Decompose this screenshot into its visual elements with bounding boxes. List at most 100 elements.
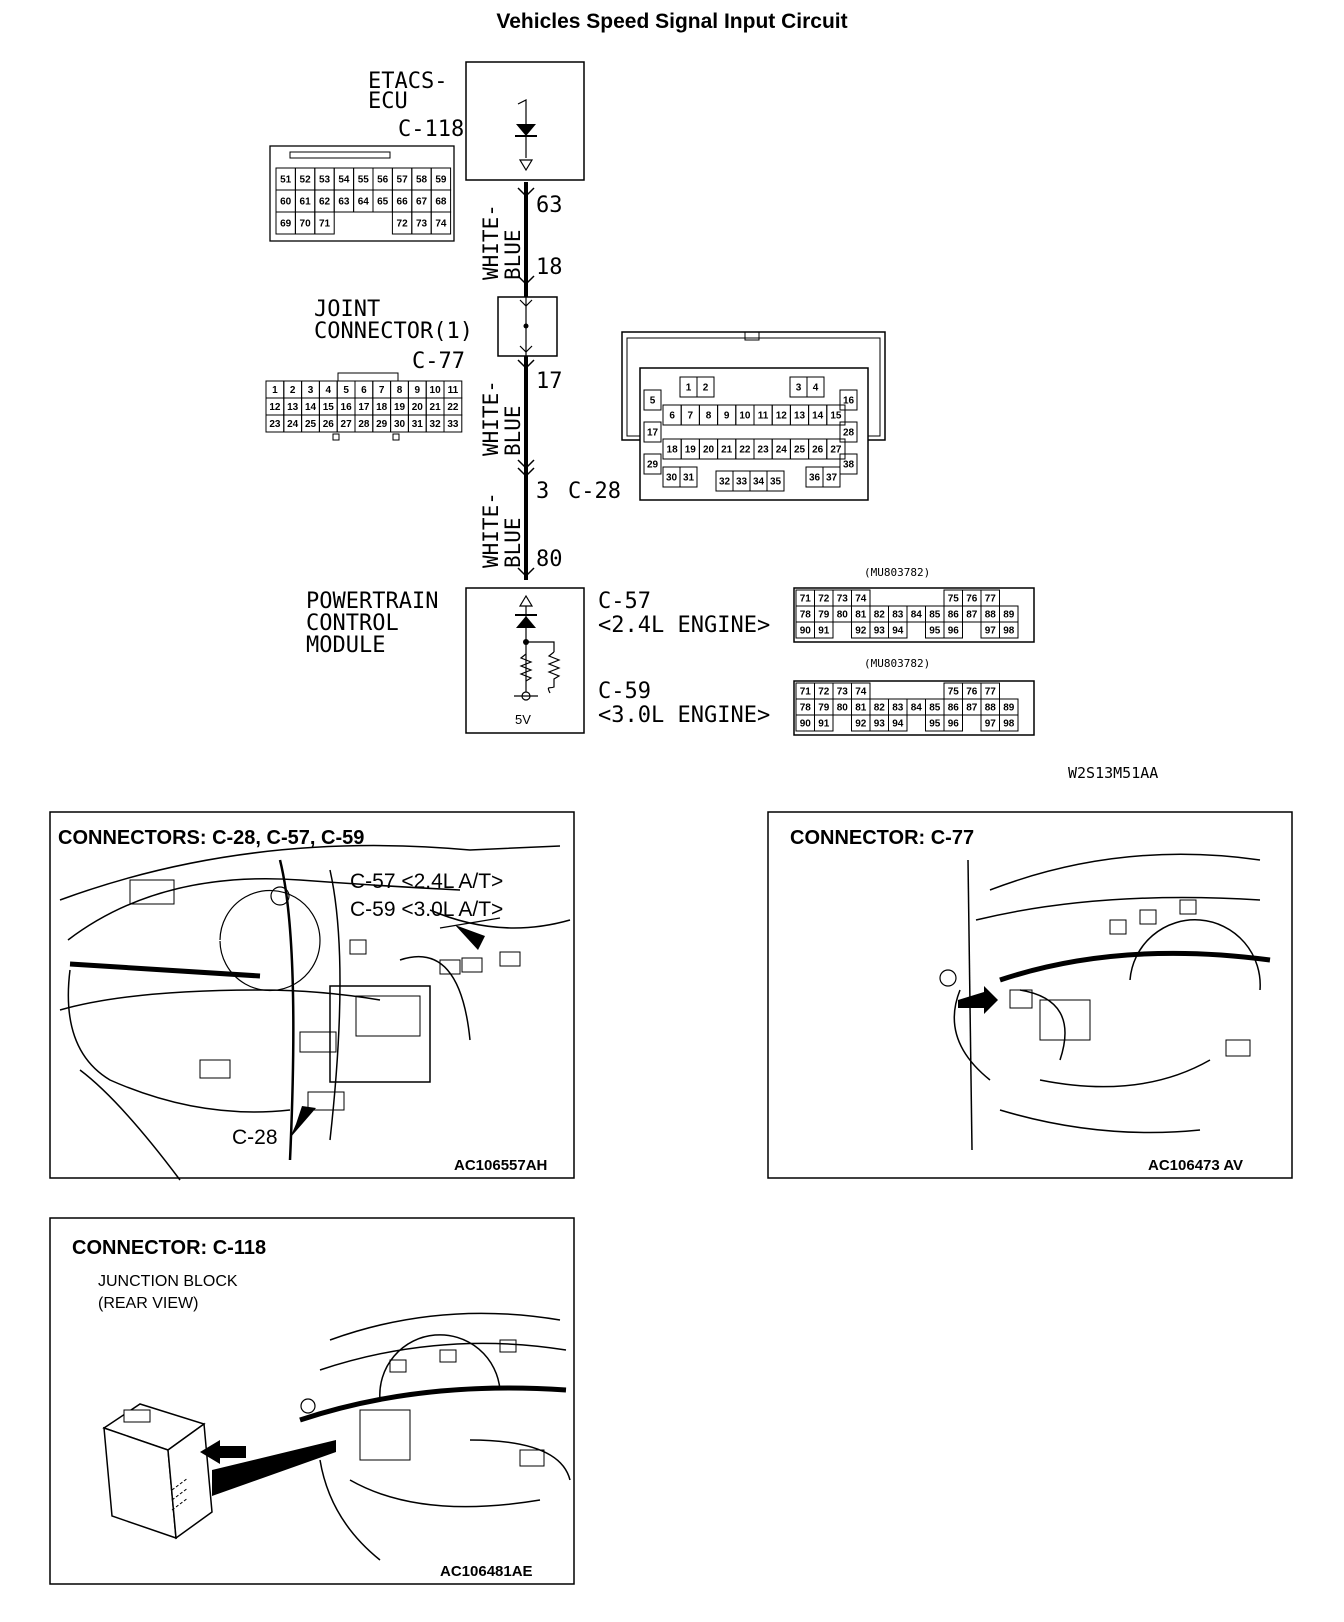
c28-cell	[839, 453, 858, 475]
joint-connector-label: C-77	[412, 349, 465, 374]
c57-cell	[999, 621, 1019, 639]
panel-3-code: AC106481AE	[440, 1563, 533, 1580]
c57-variant: <2.4L ENGINE>	[598, 613, 770, 638]
c118-pin: 58	[416, 175, 428, 186]
c57-pin: 95	[929, 626, 941, 637]
c59-pin: 80	[837, 703, 849, 714]
c57-label: C-57	[598, 589, 651, 614]
wire-color-2a: WHITE-	[479, 380, 503, 456]
c59-pin: 76	[966, 687, 978, 698]
c28-pin: 11	[758, 411, 769, 422]
diagram-code: W2S13M51AA	[1068, 764, 1158, 782]
wire-color-3b: BLUE	[501, 517, 525, 568]
c118-pin: 51	[280, 175, 292, 186]
c28-pin: 28	[843, 428, 855, 439]
c28-pin: 25	[794, 445, 806, 456]
c59-pin: 84	[911, 703, 923, 714]
c57-pin: 98	[1003, 626, 1015, 637]
c59-locator-arrow-icon	[455, 925, 485, 950]
panel-connector-c118: CONNECTOR: C-118 JUNCTION BLOCK (REAR VI…	[49, 1217, 575, 1585]
c28-pin: 5	[650, 396, 656, 407]
c77-pin: 7	[379, 385, 385, 396]
c57-pin: 85	[929, 610, 941, 621]
c118-pin: 60	[280, 197, 292, 208]
c59-pin: 93	[874, 719, 886, 730]
c57-part-no: (MU803782)	[864, 566, 930, 579]
c118-pin: 52	[300, 175, 312, 186]
c77-pin: 29	[376, 419, 388, 430]
c59-pin: 88	[985, 703, 997, 714]
c77-pin: 20	[412, 402, 424, 413]
c59-pin: 98	[1003, 719, 1015, 730]
etacs-label-1: ETACS-	[368, 69, 447, 94]
c28-pin: 15	[830, 411, 842, 422]
c57-cell	[943, 621, 963, 639]
c77-pin: 22	[447, 402, 459, 413]
c28-cell	[643, 421, 662, 443]
c59-pin: 74	[855, 687, 867, 698]
c59-pin: 96	[948, 719, 960, 730]
c28-cell	[696, 376, 715, 398]
c28-pin: 2	[703, 383, 709, 394]
c59-pin: 90	[800, 719, 812, 730]
c28-cell	[643, 453, 662, 475]
c57-pin: 87	[966, 610, 978, 621]
c77-cell	[443, 414, 463, 433]
c57-pin: 88	[985, 610, 997, 621]
c59-pin: 85	[929, 703, 941, 714]
c57-pin: 81	[855, 610, 867, 621]
etacs-diode-line	[517, 99, 527, 158]
c59-pin: 79	[818, 703, 830, 714]
c28-cell	[766, 470, 785, 492]
c28-cell	[822, 466, 841, 488]
c57-pin: 89	[1003, 610, 1015, 621]
wire-color-3a: WHITE-	[479, 492, 503, 568]
wire-color-1a: WHITE-	[479, 204, 503, 280]
joint-label-2: CONNECTOR(1)	[314, 319, 473, 344]
c77-pin: 14	[305, 402, 317, 413]
c59-pin: 82	[874, 703, 886, 714]
c57-pin: 92	[855, 626, 867, 637]
c118-pin: 54	[338, 175, 350, 186]
c77-pin: 2	[290, 385, 296, 396]
c57-cell	[888, 621, 908, 639]
c57-pin: 74	[855, 594, 867, 605]
c57-pin: 78	[800, 610, 812, 621]
wire-color-1b: BLUE	[501, 229, 525, 280]
panel-connector-c77: CONNECTOR: C-77 AC106473 AV	[767, 811, 1293, 1179]
c59-pin: 81	[855, 703, 867, 714]
pcm-label-1: POWERTRAIN	[306, 589, 438, 614]
c59-pin: 86	[948, 703, 960, 714]
c28-pin: 9	[724, 411, 730, 422]
c57-pin: 93	[874, 626, 886, 637]
c77-pin: 9	[415, 385, 421, 396]
c28-cell	[826, 438, 846, 460]
c28-pin: 31	[683, 473, 695, 484]
joint-connector: JOINT CONNECTOR(1) C-77	[314, 296, 558, 374]
c77-pin: 11	[448, 385, 459, 396]
c28-pin: 23	[758, 445, 770, 456]
c28-locator-arrow-icon	[290, 1106, 316, 1138]
panel-1-code: AC106557AH	[454, 1157, 547, 1174]
c59-pin: 92	[855, 719, 867, 730]
c77-pin: 32	[430, 419, 442, 430]
c59-part-no: (MU803782)	[864, 657, 930, 670]
c57-pin: 76	[966, 594, 978, 605]
panel-connectors-c28-c57-c59: CONNECTORS: C-28, C-57, C-59	[49, 811, 575, 1181]
c28-pin: 7	[688, 411, 694, 422]
etacs-diode-icon	[516, 124, 536, 136]
c59-variant: <3.0L ENGINE>	[598, 703, 770, 728]
pin-3: 3	[536, 479, 549, 504]
c57-pin: 90	[800, 626, 812, 637]
c77-pin: 1	[272, 385, 278, 396]
c57-pin: 73	[837, 594, 849, 605]
c77-pin: 4	[326, 385, 332, 396]
c57-pin: 77	[985, 594, 997, 605]
c77-pin: 30	[394, 419, 406, 430]
c28-pin: 13	[794, 411, 806, 422]
c28-pin: 3	[796, 383, 802, 394]
c118-pin: 61	[300, 197, 312, 208]
c28-pin: 26	[812, 445, 824, 456]
